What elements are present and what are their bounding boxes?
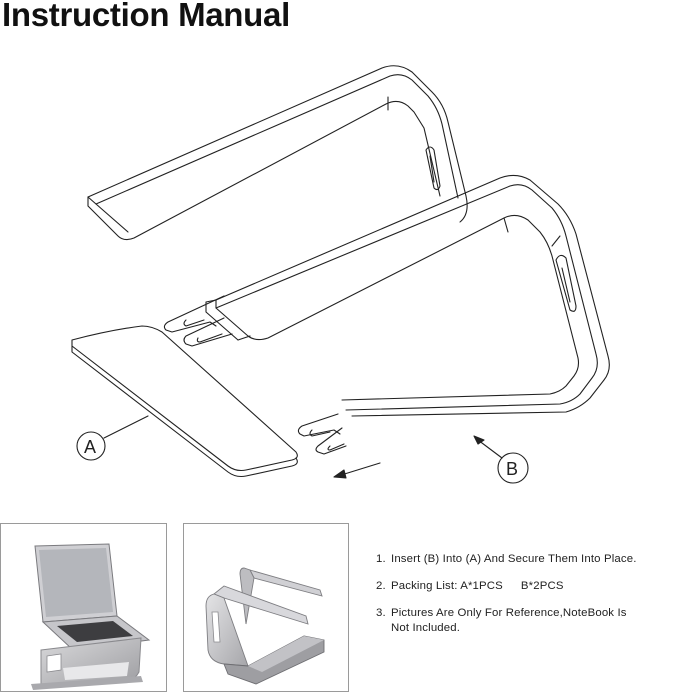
step-text: Packing List: [391,580,458,592]
callout-a-label: A [84,437,96,457]
packing-item-a: A*1PCS [460,580,503,592]
tab-b-bottom [297,413,347,455]
instruction-step-1: 1. Insert (B) Into (A) And Secure Them In… [376,552,676,567]
step-number: 1. [376,553,386,565]
callout-b [473,435,529,484]
assembled-stand-photo [183,523,349,692]
insert-direction-arrow [333,462,381,479]
callout-b-label: B [506,459,518,479]
callout-a [76,415,149,461]
instructions-list: 1. Insert (B) Into (A) And Secure Them In… [376,552,676,648]
exploded-assembly-diagram: A B [71,65,610,484]
laptop-stand-illustration [31,543,151,690]
laptop-on-stand-photo [0,523,167,692]
step-text-line-2: Not Included. [391,622,461,634]
step-text: Insert (B) Into (A) And Secure Them Into… [391,553,637,565]
stand-illustration [205,567,325,685]
side-bracket-back [87,65,468,241]
page-title: Instruction Manual [2,0,290,33]
instruction-step-3: 3. Pictures Are Only For Reference,NoteBo… [376,606,676,636]
step-number: 3. [376,607,386,619]
side-bracket-front [163,174,610,417]
step-text-line-1: Pictures Are Only For Reference,NoteBook… [391,607,627,619]
step-number: 2. [376,580,386,592]
packing-item-b: B*2PCS [520,580,564,592]
instruction-step-2: 2. Packing List: A*1PCS B*2PCS [376,579,676,594]
base-plate-a [71,325,298,478]
